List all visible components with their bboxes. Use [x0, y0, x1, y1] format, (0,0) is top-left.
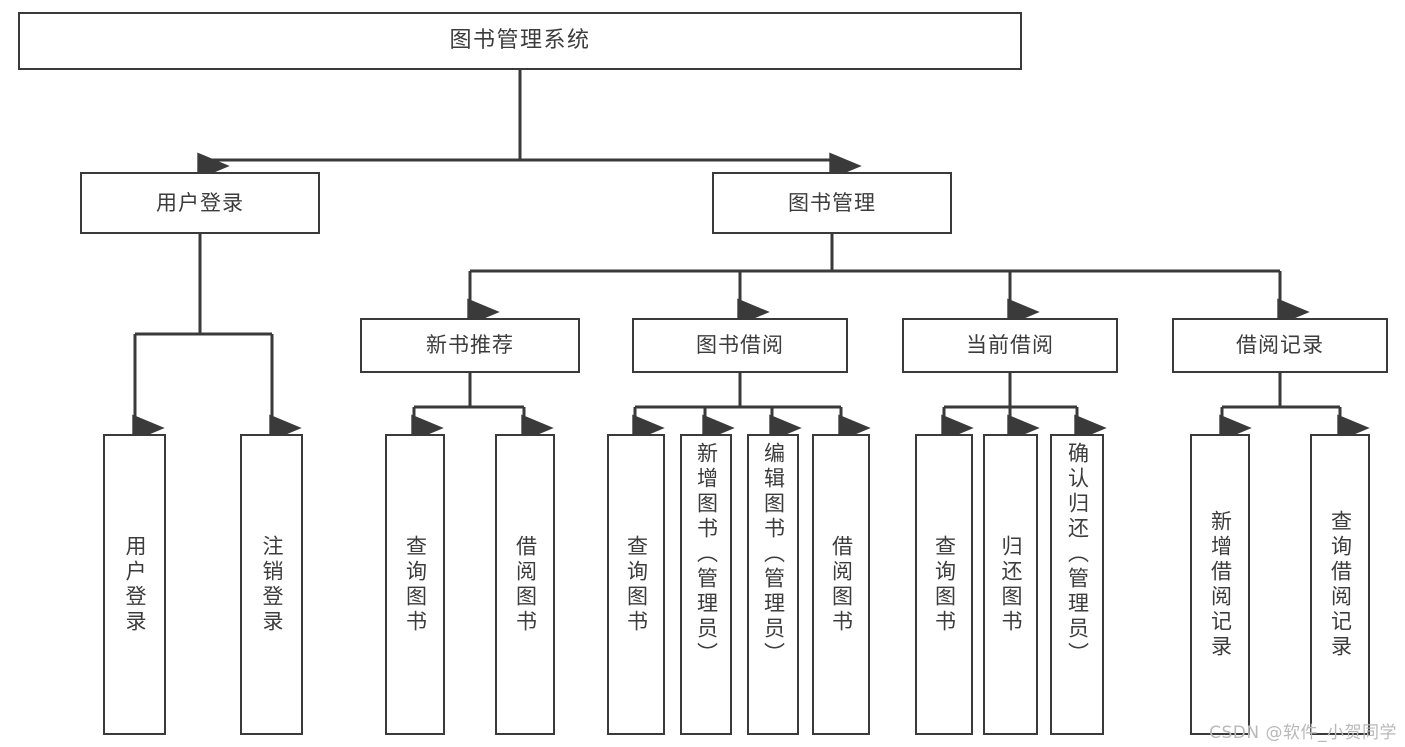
leaf-query-book-recommend[interactable]: 查询图书 [385, 434, 445, 735]
leaf-user-login[interactable]: 用户登录 [103, 434, 166, 735]
leaf-query-book-borrow[interactable]: 查询图书 [607, 434, 665, 735]
node-label: 借阅图书 [829, 534, 854, 635]
node-user-login[interactable]: 用户登录 [80, 172, 320, 234]
node-label: 新增图书（管理员） [694, 442, 719, 667]
leaf-confirm-return-admin[interactable]: 确认归还（管理员） [1050, 434, 1104, 735]
watermark-text: CSDN @软件_小贺同学 [1209, 723, 1397, 743]
node-label: 当前借阅 [966, 333, 1054, 358]
node-label: 借阅图书 [513, 534, 538, 635]
node-borrow-record[interactable]: 借阅记录 [1172, 318, 1388, 373]
leaf-borrow-book-recommend[interactable]: 借阅图书 [495, 434, 555, 735]
node-label: 借阅记录 [1236, 333, 1324, 358]
node-label: 用户登录 [156, 190, 244, 215]
node-label: 图书借阅 [696, 333, 784, 358]
node-label: 新增借阅记录 [1208, 509, 1233, 660]
node-label: 注销登录 [260, 534, 284, 635]
leaf-query-borrow-record[interactable]: 查询借阅记录 [1310, 434, 1370, 735]
leaf-add-borrow-record[interactable]: 新增借阅记录 [1190, 434, 1250, 735]
leaf-logout[interactable]: 注销登录 [240, 434, 303, 735]
node-current-borrow[interactable]: 当前借阅 [902, 318, 1118, 373]
node-book-management[interactable]: 图书管理 [712, 172, 952, 234]
node-label: 新书推荐 [426, 333, 514, 358]
node-label: 查询图书 [932, 534, 957, 635]
node-book-borrow[interactable]: 图书借阅 [632, 318, 848, 373]
leaf-return-book[interactable]: 归还图书 [983, 434, 1038, 735]
node-label: 用户登录 [123, 534, 147, 635]
node-root-system[interactable]: 图书管理系统 [18, 12, 1022, 70]
node-new-book-recommend[interactable]: 新书推荐 [360, 318, 580, 373]
node-label: 编辑图书（管理员） [761, 442, 786, 667]
leaf-borrow-book[interactable]: 借阅图书 [812, 434, 870, 735]
node-label: 图书管理系统 [449, 28, 591, 54]
leaf-edit-book-admin[interactable]: 编辑图书（管理员） [747, 434, 799, 735]
node-label: 查询图书 [624, 534, 649, 635]
node-label: 图书管理 [788, 190, 876, 215]
node-label: 查询图书 [403, 534, 428, 635]
node-label: 归还图书 [999, 534, 1023, 635]
node-label: 确认归还（管理员） [1065, 442, 1090, 667]
node-label: 查询借阅记录 [1328, 509, 1353, 660]
leaf-query-book-current[interactable]: 查询图书 [915, 434, 973, 735]
leaf-add-book-admin[interactable]: 新增图书（管理员） [680, 434, 732, 735]
